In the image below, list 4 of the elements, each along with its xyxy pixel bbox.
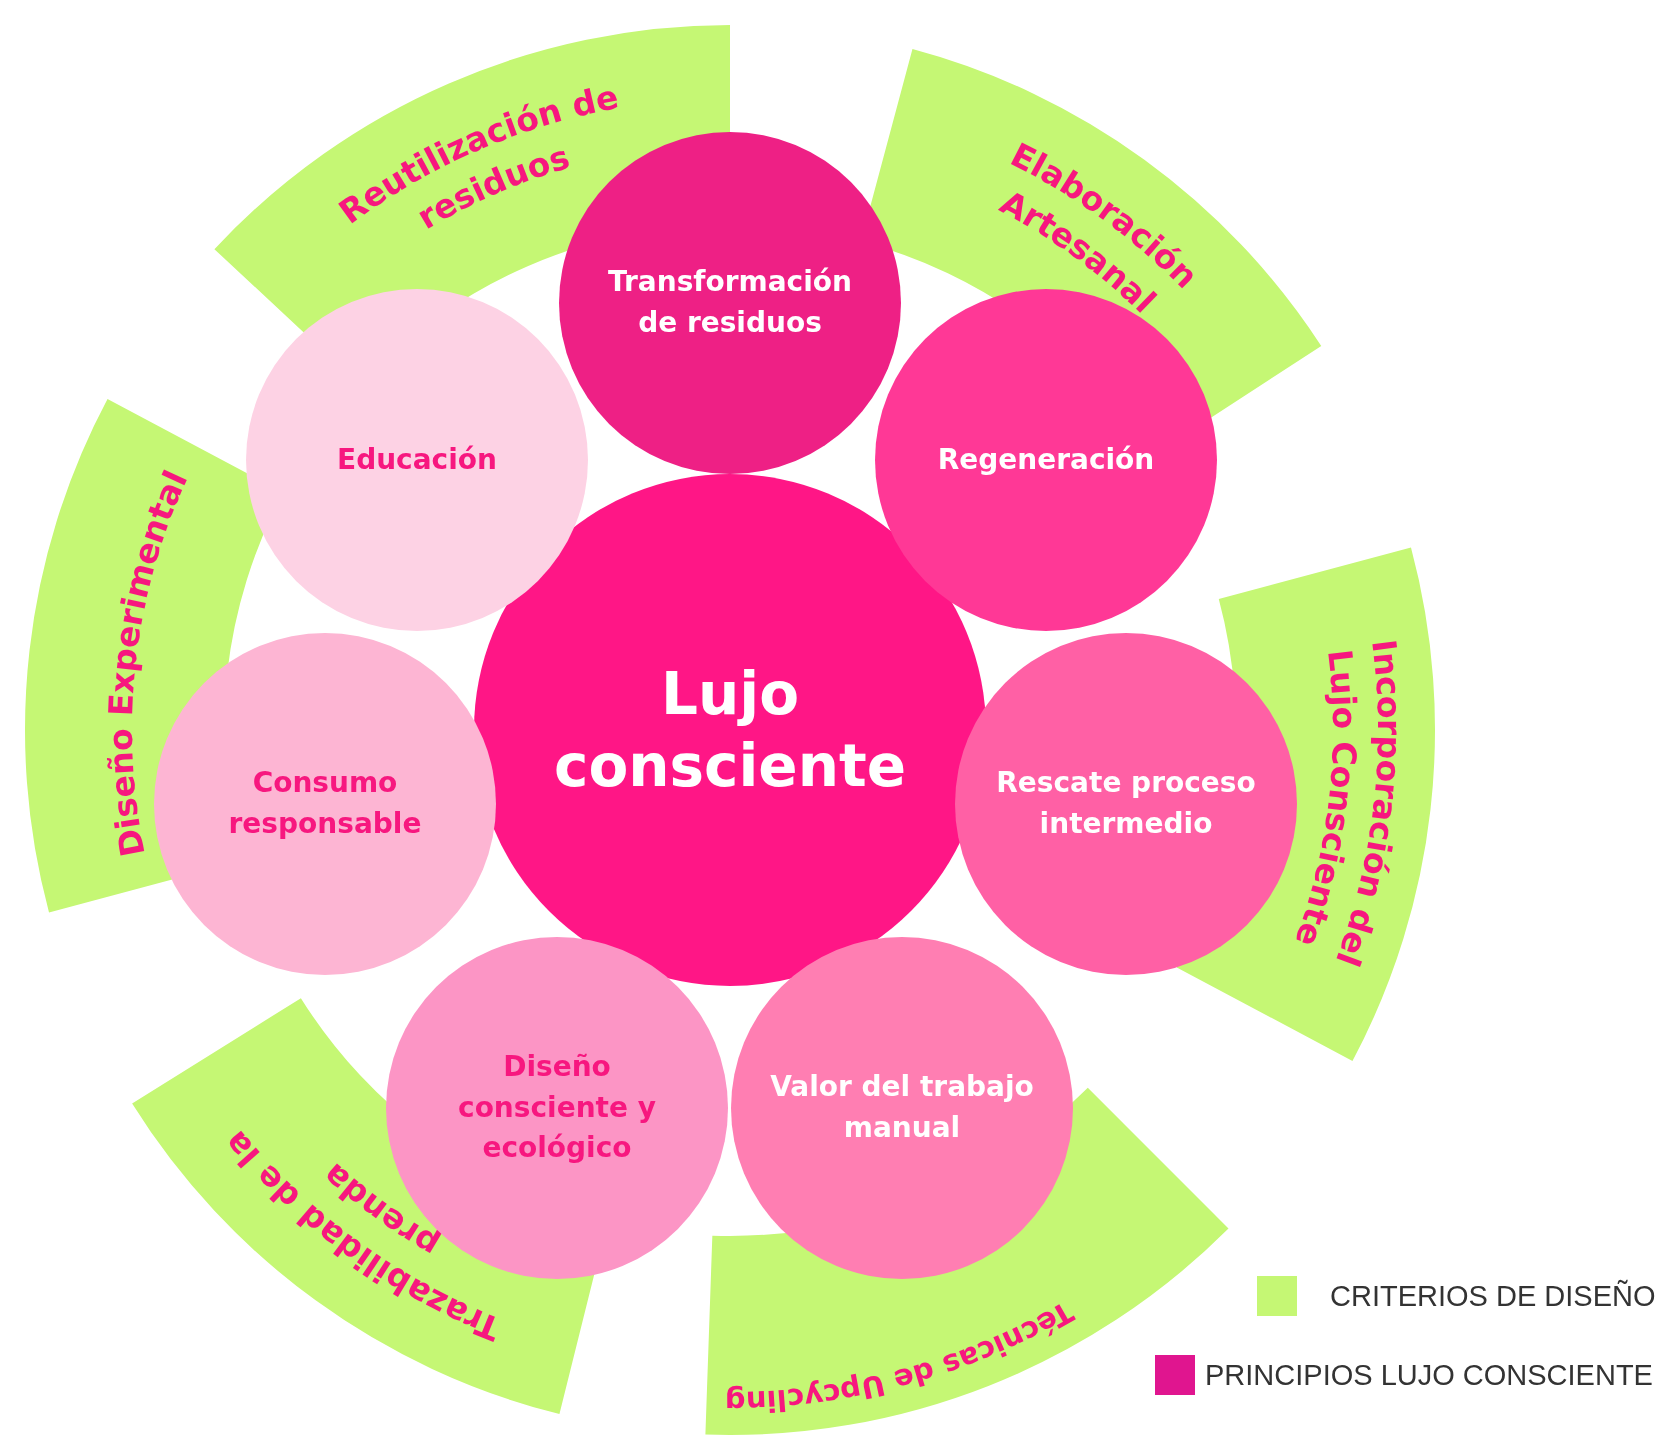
legend-label: CRITERIOS DE DISEÑO	[1330, 1278, 1656, 1314]
legend-label: PRINCIPIOS LUJO CONSCIENTE	[1205, 1358, 1653, 1393]
principle-circle: Educación	[246, 289, 588, 631]
principle-circle: Consumo responsable	[154, 633, 496, 975]
